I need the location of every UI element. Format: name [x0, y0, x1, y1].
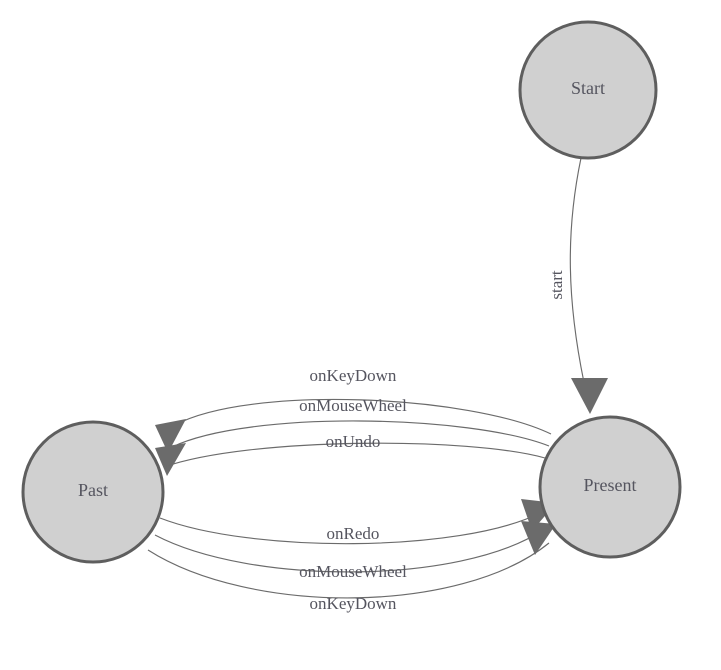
node-start-label: Start [571, 78, 605, 98]
edge-label-present-past-onmousewheel: onMouseWheel [299, 396, 407, 415]
edge-present-past-onundo[interactable]: onUndo [163, 432, 546, 468]
edge-past-present-onredo[interactable]: onRedo [159, 499, 556, 545]
edge-present-past-onmousewheel[interactable]: onMouseWheel [155, 396, 550, 476]
edge-past-present-onmousewheel-arrowhead [521, 521, 556, 555]
node-past-circle [21, 420, 165, 564]
node-past-label: Past [78, 480, 108, 500]
edge-present-past-onundo-path [163, 442, 546, 468]
edge-start-present-arrowhead [571, 378, 608, 414]
node-present-label: Present [584, 475, 637, 495]
edge-past-present-onmousewheel[interactable]: onMouseWheel [154, 521, 556, 581]
edge-present-past-onkeydown-arrowhead [155, 419, 186, 453]
node-present[interactable]: Present [538, 415, 682, 559]
edge-label-present-past-onkeydown: onKeyDown [310, 366, 397, 385]
edge-present-past-onmousewheel-path [171, 420, 550, 448]
edge-present-past-onmousewheel-arrowhead [155, 443, 186, 476]
node-present-circle [538, 415, 682, 559]
edge-label-present-past-onundo: onUndo [326, 432, 381, 451]
node-past[interactable]: Past [21, 420, 165, 564]
edge-label-past-present-onkeydown: onKeyDown [310, 594, 397, 613]
edge-label-past-present-onredo: onRedo [327, 524, 380, 543]
edge-label-start: start [547, 270, 566, 300]
edge-present-past-onkeydown-path [174, 398, 552, 435]
node-start[interactable]: Start [518, 20, 658, 160]
edge-past-present-onkeydown-path [147, 542, 550, 599]
edge-past-present-onredo-path [159, 512, 541, 545]
edge-start-present[interactable]: start [547, 157, 608, 414]
edge-past-present-onmousewheel-path [154, 529, 544, 573]
node-start-circle [518, 20, 658, 160]
edge-present-past-onkeydown[interactable]: onKeyDown [155, 366, 552, 453]
edge-label-past-present-onmousewheel: onMouseWheel [299, 562, 407, 581]
edge-start-present-path [569, 157, 587, 393]
edge-past-present-onkeydown[interactable]: onKeyDown [147, 542, 550, 613]
